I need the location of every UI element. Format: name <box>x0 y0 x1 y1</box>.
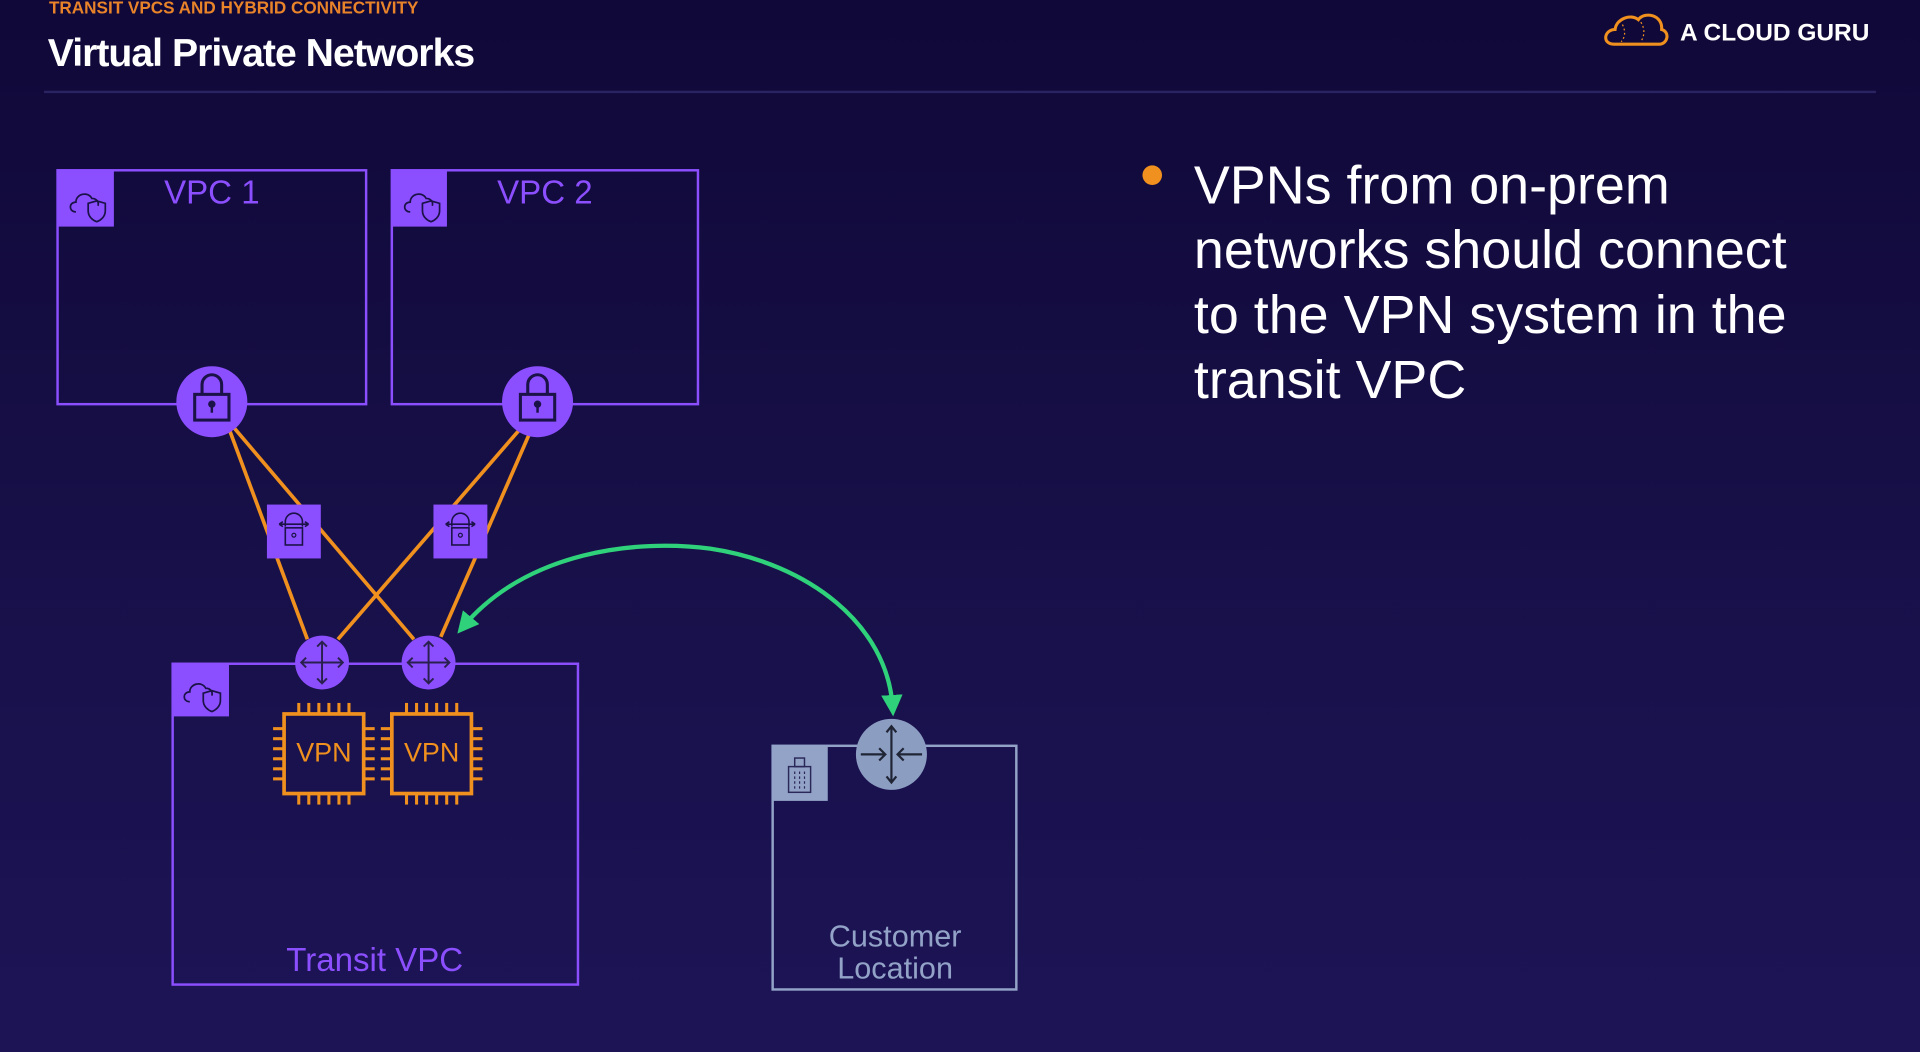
section-eyebrow: TRANSIT VPCS AND HYBRID CONNECTIVITY <box>49 0 419 18</box>
vpc-2[interactable]: VPC 2 <box>390 169 700 406</box>
cloud-shield-icon <box>391 170 447 227</box>
customer-label-line2: Location <box>837 951 953 985</box>
bullet-dot <box>1142 165 1163 185</box>
cloud-shield-icon <box>57 170 114 227</box>
cloud-shield-icon <box>172 663 229 717</box>
building-icon <box>772 745 828 801</box>
cpu-chip-icon[interactable]: VPN <box>380 702 483 805</box>
bullet-line: VPNs from on-prem <box>1194 155 1670 215</box>
padlock-icon[interactable] <box>176 366 248 438</box>
vpn-gateway-icon[interactable] <box>433 504 488 559</box>
bullet-line: transit VPC <box>1194 350 1466 410</box>
transit-vpc[interactable]: Transit VPC <box>171 662 580 986</box>
logo-text: A CLOUD GURU <box>1680 19 1869 46</box>
vpn-chip-label: VPN <box>404 738 459 768</box>
cpu-chip-icon[interactable]: VPN <box>273 702 375 805</box>
router-icon[interactable] <box>295 635 349 690</box>
bullet-line: networks should connect <box>1194 220 1787 280</box>
bullet-item: VPNs from on-prem networks should connec… <box>1142 155 1787 410</box>
acg-cloud-logo-icon <box>1604 13 1669 46</box>
vpc-1[interactable]: VPC 1 <box>56 169 368 406</box>
vpc-2-label: VPC 2 <box>497 174 593 211</box>
router-icon[interactable] <box>855 718 927 790</box>
transit-vpc-label: Transit VPC <box>286 942 463 979</box>
customer-label-line1: Customer <box>829 920 962 954</box>
router-icon[interactable] <box>401 635 456 690</box>
vpn-link-arrow <box>457 543 903 717</box>
padlock-icon[interactable] <box>502 366 574 438</box>
vpc-1-label: VPC 1 <box>164 174 260 211</box>
customer-location[interactable]: Customer Location <box>771 718 1018 991</box>
bullet-line: to the VPN system in the <box>1194 285 1787 345</box>
vpn-gateway-icon[interactable] <box>266 504 321 559</box>
page-title: Virtual Private Networks <box>48 32 475 75</box>
vpn-chip-label: VPN <box>296 738 351 768</box>
